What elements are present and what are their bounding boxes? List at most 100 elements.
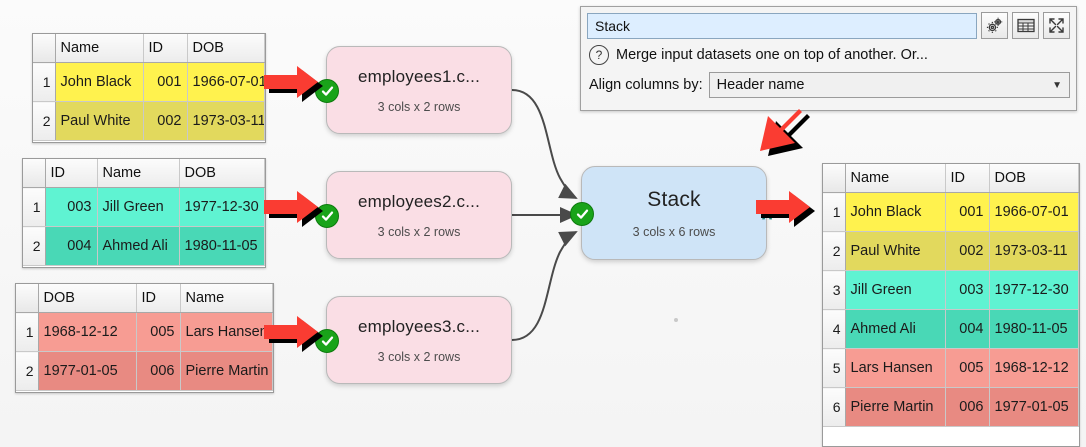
table-cell[interactable]: 1973-03-11 — [187, 101, 265, 141]
table-cell[interactable]: Ahmed Ali — [845, 309, 946, 349]
row-number: 1 — [33, 62, 56, 102]
row-number: 2 — [16, 351, 39, 391]
row-number: 2 — [823, 231, 846, 271]
table-cell[interactable]: 003 — [945, 270, 990, 310]
gears-icon[interactable] — [981, 12, 1008, 39]
column-header[interactable]: Name — [55, 34, 144, 63]
table-cell[interactable]: 001 — [945, 192, 990, 232]
column-header[interactable]: DOB — [38, 284, 137, 313]
panel-description: Merge input datasets one on top of anoth… — [616, 47, 928, 63]
table-cell[interactable]: 003 — [45, 187, 98, 227]
corner-cell — [16, 284, 39, 313]
node-subtitle: 3 cols x 2 rows — [377, 224, 461, 239]
align-columns-select[interactable]: Header name ▼ — [708, 72, 1070, 98]
table-cell[interactable]: 1977-12-30 — [989, 270, 1079, 310]
node-subtitle: 3 cols x 6 rows — [632, 224, 716, 239]
table-cell[interactable]: Pierre Martin — [180, 351, 273, 391]
node-subtitle: 3 cols x 2 rows — [377, 99, 461, 114]
table-cell[interactable]: 002 — [143, 101, 188, 141]
item-name-input[interactable]: Stack — [587, 12, 977, 39]
table-cell[interactable]: 006 — [136, 351, 181, 391]
table-cell[interactable]: Pierre Martin — [845, 387, 946, 427]
column-header[interactable]: DOB — [179, 159, 265, 188]
chevron-down-icon: ▼ — [1052, 79, 1062, 91]
corner-cell — [823, 164, 846, 193]
expand-icon[interactable] — [1043, 12, 1070, 39]
row-number: 4 — [823, 309, 846, 349]
table-cell[interactable]: Lars Hansen — [180, 312, 273, 352]
help-icon[interactable]: ? — [589, 45, 609, 65]
table-cell[interactable]: 1968-12-12 — [38, 312, 137, 352]
column-header[interactable]: Name — [180, 284, 273, 313]
column-header[interactable]: ID — [945, 164, 990, 193]
table-cell[interactable]: 005 — [136, 312, 181, 352]
column-header[interactable]: DOB — [187, 34, 265, 63]
table-cell[interactable]: 002 — [945, 231, 990, 271]
column-header[interactable]: DOB — [989, 164, 1079, 193]
node-employees2[interactable]: employees2.c... 3 cols x 2 rows — [315, 171, 512, 259]
table-cell[interactable]: 1977-01-05 — [38, 351, 137, 391]
column-header[interactable]: ID — [45, 159, 98, 188]
annotation-arrow-to-node1 — [264, 66, 323, 102]
table-cell[interactable]: 004 — [45, 226, 98, 266]
table-cell[interactable]: 001 — [143, 62, 188, 102]
row-number: 2 — [33, 101, 56, 141]
panel-toolbar-row: Stack — [581, 7, 1076, 41]
table-cell[interactable]: Paul White — [845, 231, 946, 271]
row-number: 6 — [823, 387, 846, 427]
table-cell[interactable]: 006 — [945, 387, 990, 427]
table-cell[interactable]: 1980-11-05 — [989, 309, 1079, 349]
node-employees3[interactable]: employees3.c... 3 cols x 2 rows — [315, 296, 512, 384]
table-cell[interactable]: Paul White — [55, 101, 144, 141]
table-cell[interactable]: 005 — [945, 348, 990, 388]
corner-cell — [23, 159, 46, 188]
column-header[interactable]: ID — [143, 34, 188, 63]
table-cell[interactable]: John Black — [55, 62, 144, 102]
table-cell[interactable]: John Black — [845, 192, 946, 232]
table-cell[interactable]: Jill Green — [97, 187, 180, 227]
table-icon[interactable] — [1012, 12, 1039, 39]
table-cell[interactable]: Jill Green — [845, 270, 946, 310]
node-employees1[interactable]: employees1.c... 3 cols x 2 rows — [315, 46, 512, 134]
column-header[interactable]: Name — [97, 159, 180, 188]
table-cell[interactable]: Ahmed Ali — [97, 226, 180, 266]
align-columns-label: Align columns by: — [589, 77, 703, 93]
node-stack[interactable]: Stack 3 cols x 6 rows ∧ — [570, 166, 774, 260]
table-cell[interactable]: 1977-12-30 — [179, 187, 265, 227]
table-cell[interactable]: 1966-07-01 — [187, 62, 265, 102]
table-cell[interactable]: 1973-03-11 — [989, 231, 1079, 271]
node-title: employees2.c... — [357, 191, 481, 211]
table-cell[interactable]: Lars Hansen — [845, 348, 946, 388]
row-number: 1 — [823, 192, 846, 232]
table-cell[interactable]: 1966-07-01 — [989, 192, 1079, 232]
table-cell[interactable]: 004 — [945, 309, 990, 349]
row-number: 2 — [23, 226, 46, 266]
table-cell[interactable]: 1968-12-12 — [989, 348, 1079, 388]
table-cell[interactable]: 1980-11-05 — [179, 226, 265, 266]
column-header[interactable]: Name — [845, 164, 946, 193]
corner-cell — [33, 34, 56, 63]
annotation-arrow-to-panel — [760, 109, 810, 156]
table-cell[interactable]: 1977-01-05 — [989, 387, 1079, 427]
properties-panel[interactable]: Stack — [580, 6, 1077, 111]
column-header[interactable]: ID — [136, 284, 181, 313]
row-number: 1 — [16, 312, 39, 352]
